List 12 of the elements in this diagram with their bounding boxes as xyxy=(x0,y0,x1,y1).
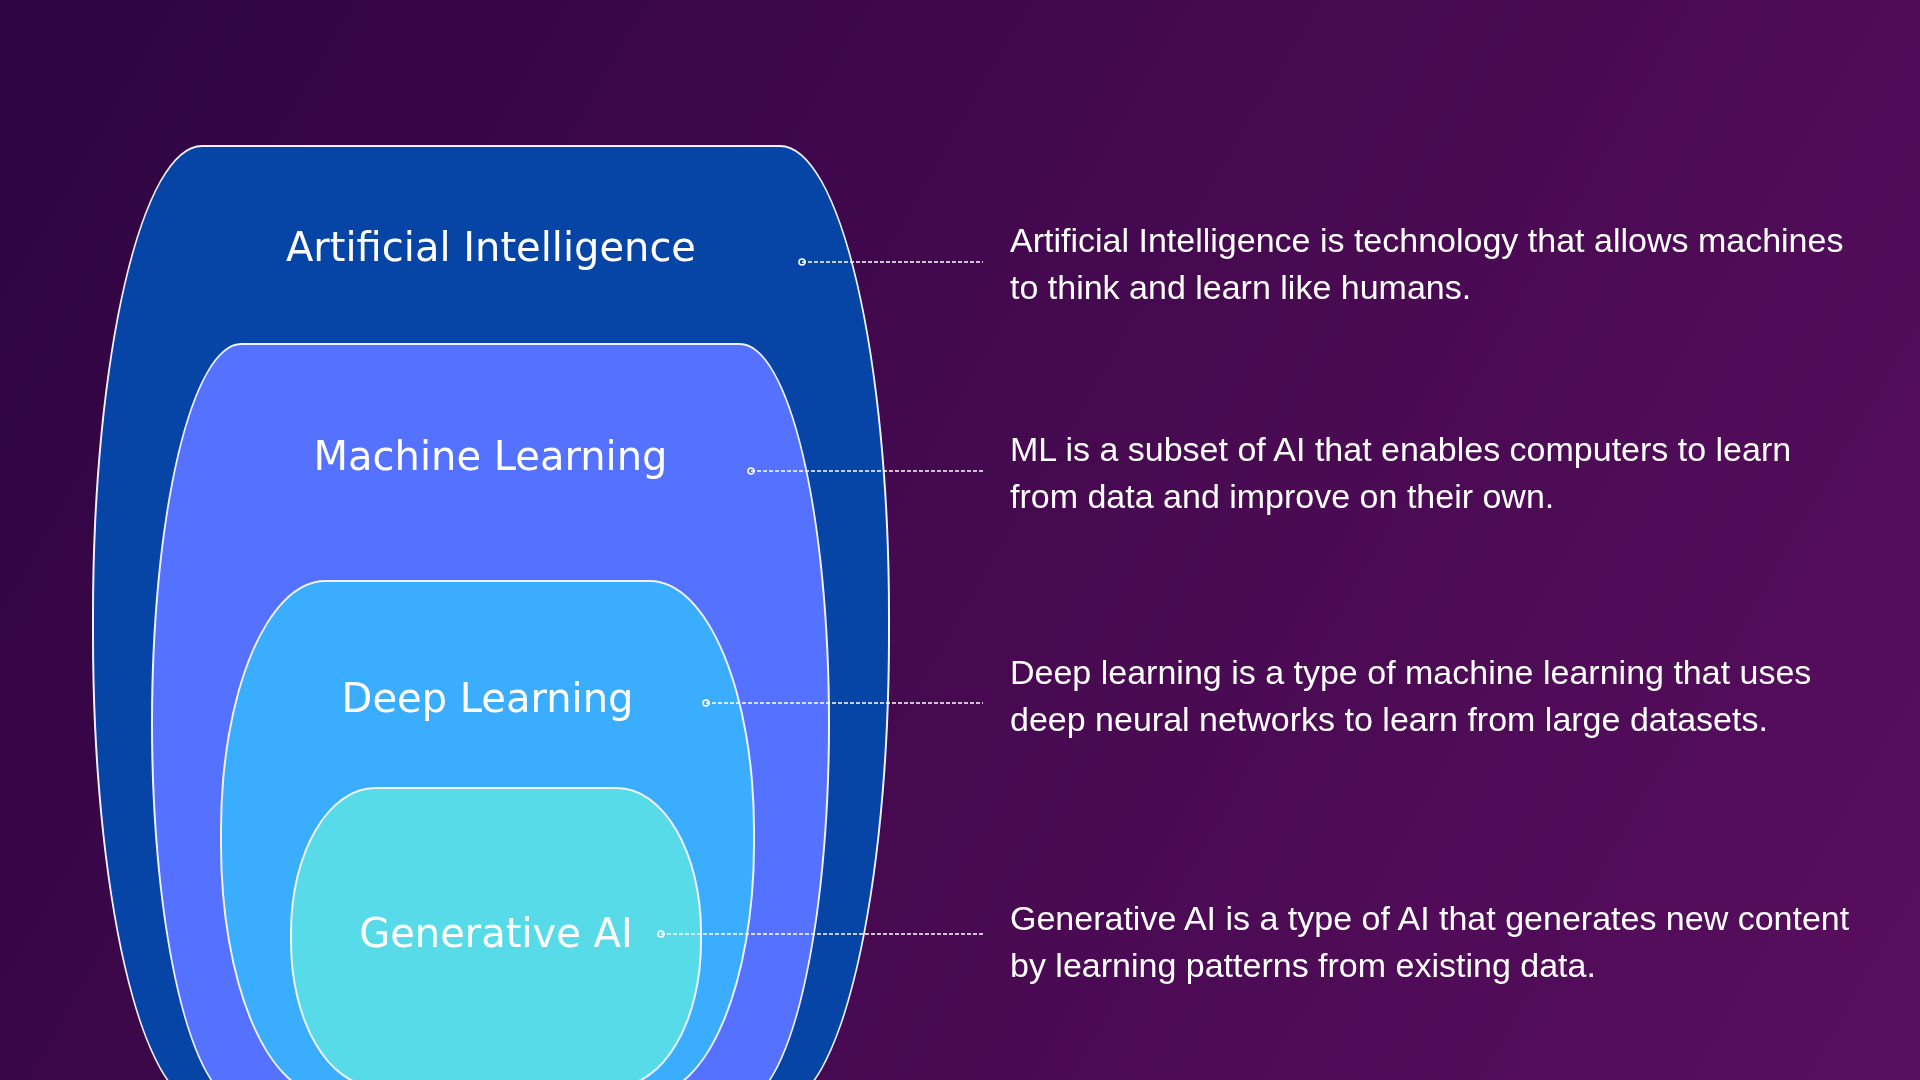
leader-line xyxy=(657,930,984,938)
description-text: ML is a subset of AI that enables computers to learn from data and improve on their own. xyxy=(1010,429,1793,517)
region-title: Deep Learning xyxy=(340,674,635,723)
leader-line xyxy=(798,258,984,266)
description-text: Deep learning is a type of machine learning that uses deep neural networks to learn from large datasets. xyxy=(1010,652,1813,740)
region-title: Generative AI xyxy=(358,909,634,958)
leader-line xyxy=(747,467,984,475)
description-text: Generative AI is a type of AI that generates new content by learning patterns from existing data. xyxy=(1010,898,1851,986)
region-title: Machine Learning xyxy=(312,432,669,481)
region-title: Artificial Intelligence xyxy=(285,223,697,272)
leader-line xyxy=(702,699,984,707)
description-text: Artificial Intelligence is technology that allows machines to think and learn like humans. xyxy=(1010,220,1845,308)
